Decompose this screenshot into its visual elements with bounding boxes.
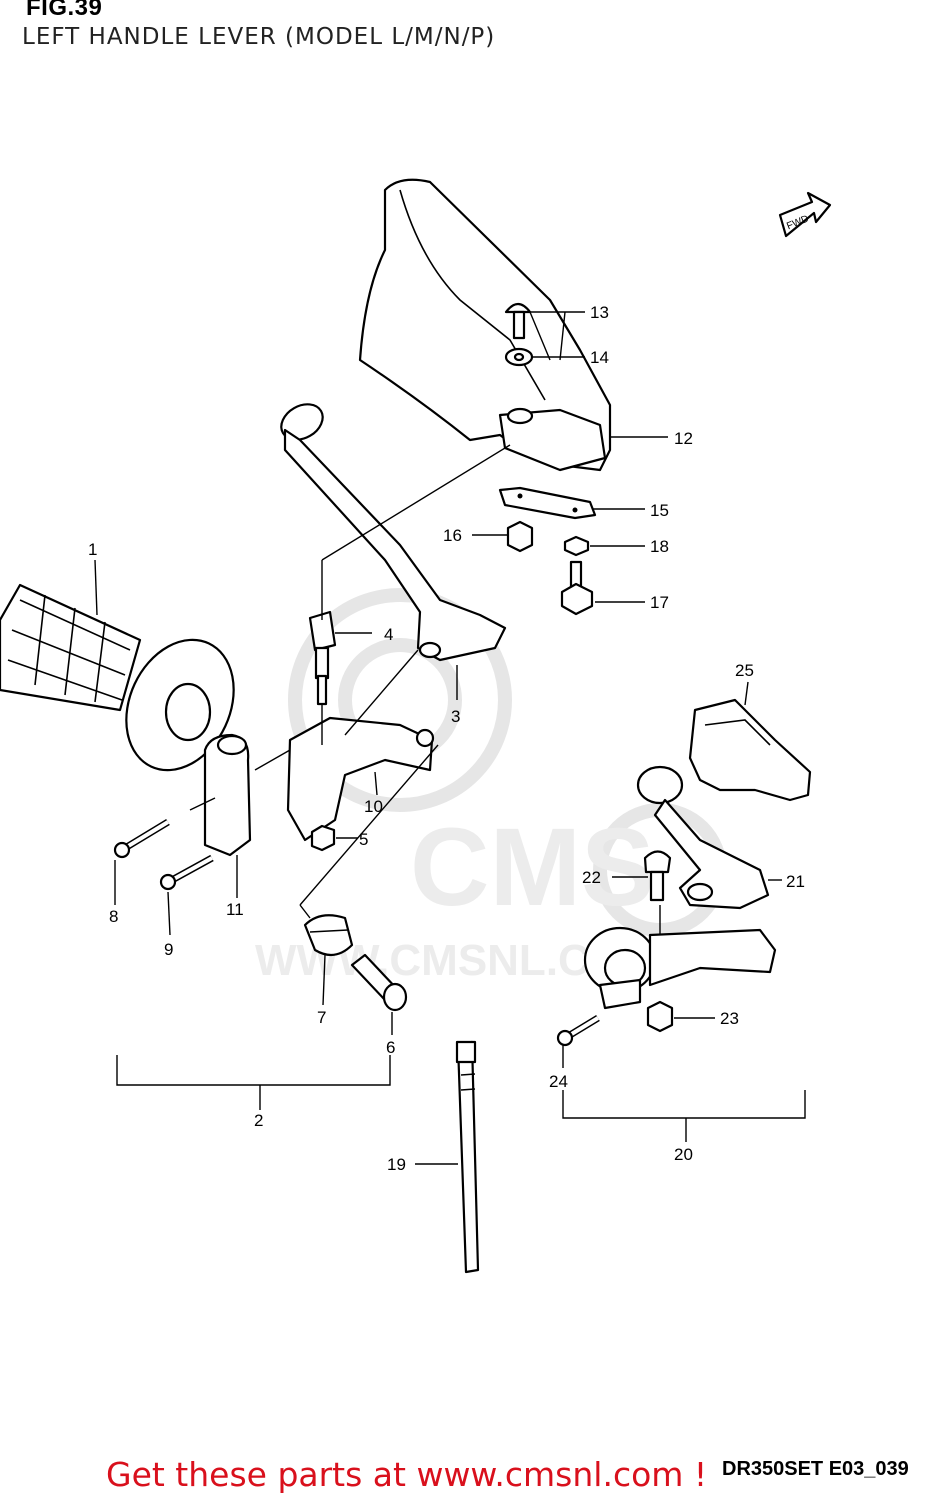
adjuster-bolt-6: [350, 953, 408, 1012]
nut-23: [646, 1000, 674, 1033]
washer-14: [504, 347, 534, 367]
callout-25: 25: [735, 661, 754, 680]
screw-8: [113, 819, 170, 859]
choke-lever: [636, 765, 770, 910]
callout-17: 17: [650, 593, 669, 612]
callout-23: 23: [720, 1009, 739, 1028]
callout-18: 18: [650, 537, 669, 556]
callout-14: 14: [590, 348, 609, 367]
screw-24: [556, 1015, 600, 1047]
callout-11: 11: [226, 900, 244, 919]
callout-5: 5: [359, 830, 368, 849]
screw-9: [159, 854, 214, 891]
callout-3: 3: [451, 707, 460, 726]
figure-number: FIG.39: [26, 0, 103, 21]
handle-grip: [0, 583, 235, 772]
callout-24: 24: [549, 1072, 568, 1091]
cable-strap: [455, 1040, 480, 1274]
lock-nut-5: [310, 824, 336, 852]
callout-7: 7: [317, 1008, 326, 1027]
callout-2: 2: [254, 1111, 263, 1130]
callout-10: 10: [364, 797, 383, 816]
callout-4: 4: [384, 625, 393, 644]
callout-6: 6: [386, 1038, 395, 1057]
callout-19: 19: [387, 1155, 406, 1174]
forward-arrow-icon: FWD: [778, 191, 832, 238]
pivot-pin-22: [643, 850, 672, 902]
bolt-17: [560, 560, 594, 616]
drawing-code: DR350SET E03_039: [722, 1458, 909, 1480]
lever-bracket: [203, 733, 252, 857]
callout-leaders: [94, 311, 806, 1165]
figure-title: LEFT HANDLE LEVER (MODEL L/M/N/P): [22, 24, 496, 50]
assembly-lines: [189, 444, 661, 935]
callout-15: 15: [650, 501, 669, 520]
callout-12: 12: [674, 429, 693, 448]
pivot-bolt: [308, 610, 337, 706]
choke-holder: [583, 926, 777, 1010]
washer-18: [563, 535, 590, 557]
callout-22: 22: [582, 868, 601, 887]
callout-numbers: 1 2 3 4 5 6 7 8 9 10 11 12 13 14 15 16 1…: [88, 303, 805, 1174]
mounting-plate: [498, 486, 597, 520]
lever-cover: [688, 698, 812, 802]
nut-16: [506, 520, 534, 553]
hand-guard: [358, 178, 612, 472]
callout-16: 16: [443, 526, 462, 545]
callout-9: 9: [164, 940, 173, 959]
promo-link-text[interactable]: Get these parts at www.cmsnl.com !: [106, 1455, 708, 1494]
watermark-logo-text: CMS: [410, 806, 654, 929]
lever-holder: [286, 716, 435, 842]
clutch-lever: [280, 403, 507, 662]
callout-21: 21: [786, 872, 805, 891]
cable-clamp: [303, 914, 354, 957]
callout-8: 8: [109, 907, 118, 926]
callout-1: 1: [88, 540, 97, 559]
callout-13: 13: [590, 303, 609, 322]
callout-20: 20: [674, 1145, 693, 1164]
screw-13: [504, 302, 532, 340]
